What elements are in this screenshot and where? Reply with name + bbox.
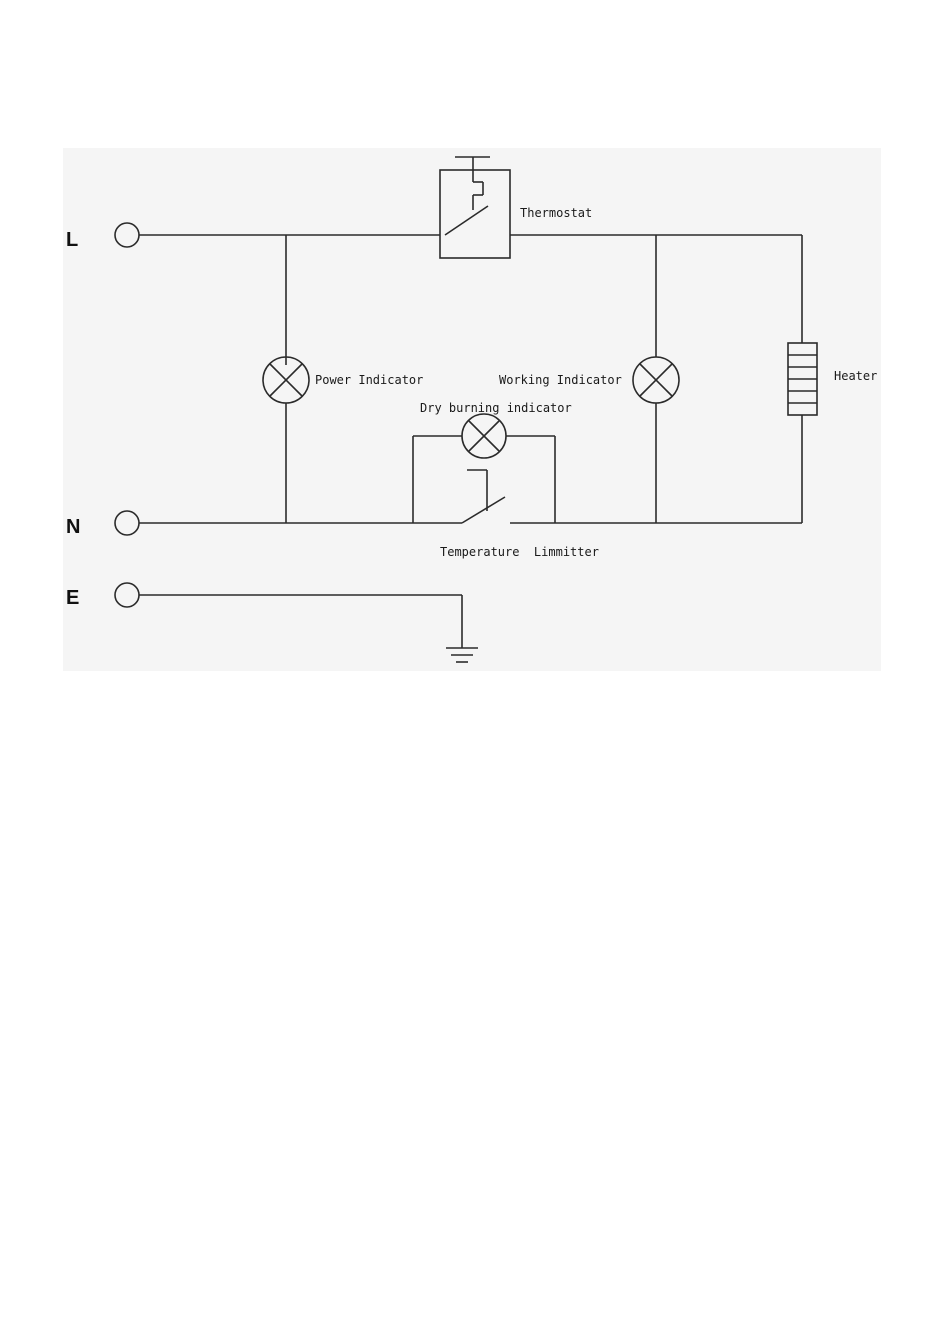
power-indicator-label: Power Indicator	[315, 373, 423, 387]
temperature-limiter-label: Temperature Limmitter	[440, 545, 599, 559]
dry-burning-indicator-label: Dry burning indicator	[420, 401, 572, 415]
working-indicator-label: Working Indicator	[499, 373, 622, 387]
thermostat-label: Thermostat	[520, 206, 592, 220]
terminal-label-n: N	[66, 516, 80, 538]
terminal-label-e: E	[66, 587, 79, 609]
terminal-label-l: L	[66, 229, 78, 251]
heater-label: Heater	[834, 369, 877, 383]
